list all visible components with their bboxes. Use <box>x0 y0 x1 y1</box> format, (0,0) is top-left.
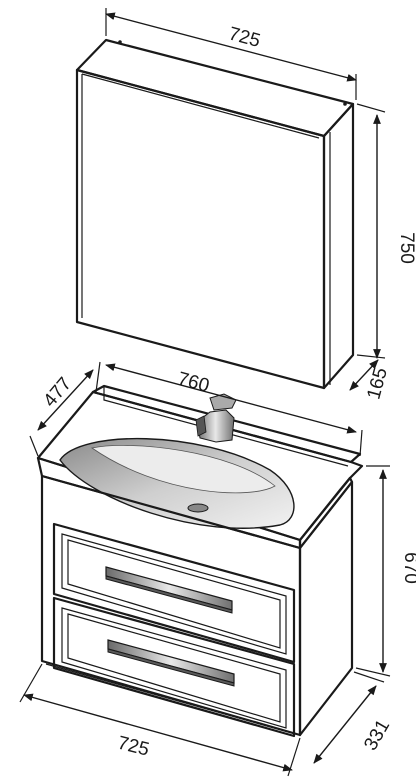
dimension-cabinet-height: 670 <box>355 465 416 677</box>
dimension-sink-width: 760 <box>95 361 363 457</box>
cabinet-depth-label: 331 <box>360 716 394 754</box>
sink <box>36 384 364 550</box>
lower-drawer[interactable] <box>52 596 296 738</box>
upper-drawer-handle[interactable] <box>105 566 233 614</box>
cabinet-width-label: 725 <box>115 733 151 761</box>
dimension-cabinet-depth: 331 <box>313 671 394 764</box>
sink-depth-label: 477 <box>40 374 76 412</box>
mirror-height-label: 750 <box>396 232 416 264</box>
dimension-sink-depth: 477 <box>29 369 94 457</box>
dimension-mirror-depth: 165 <box>349 359 392 402</box>
dimension-mirror-width: 725 <box>105 8 357 100</box>
lower-drawer-handle[interactable] <box>107 639 235 687</box>
mirror-cabinet <box>75 38 355 390</box>
dimension-mirror-height: 750 <box>356 103 416 359</box>
cabinet-height-label: 670 <box>400 552 416 584</box>
sink-width-label: 760 <box>175 368 211 396</box>
upper-drawer[interactable] <box>52 522 296 664</box>
